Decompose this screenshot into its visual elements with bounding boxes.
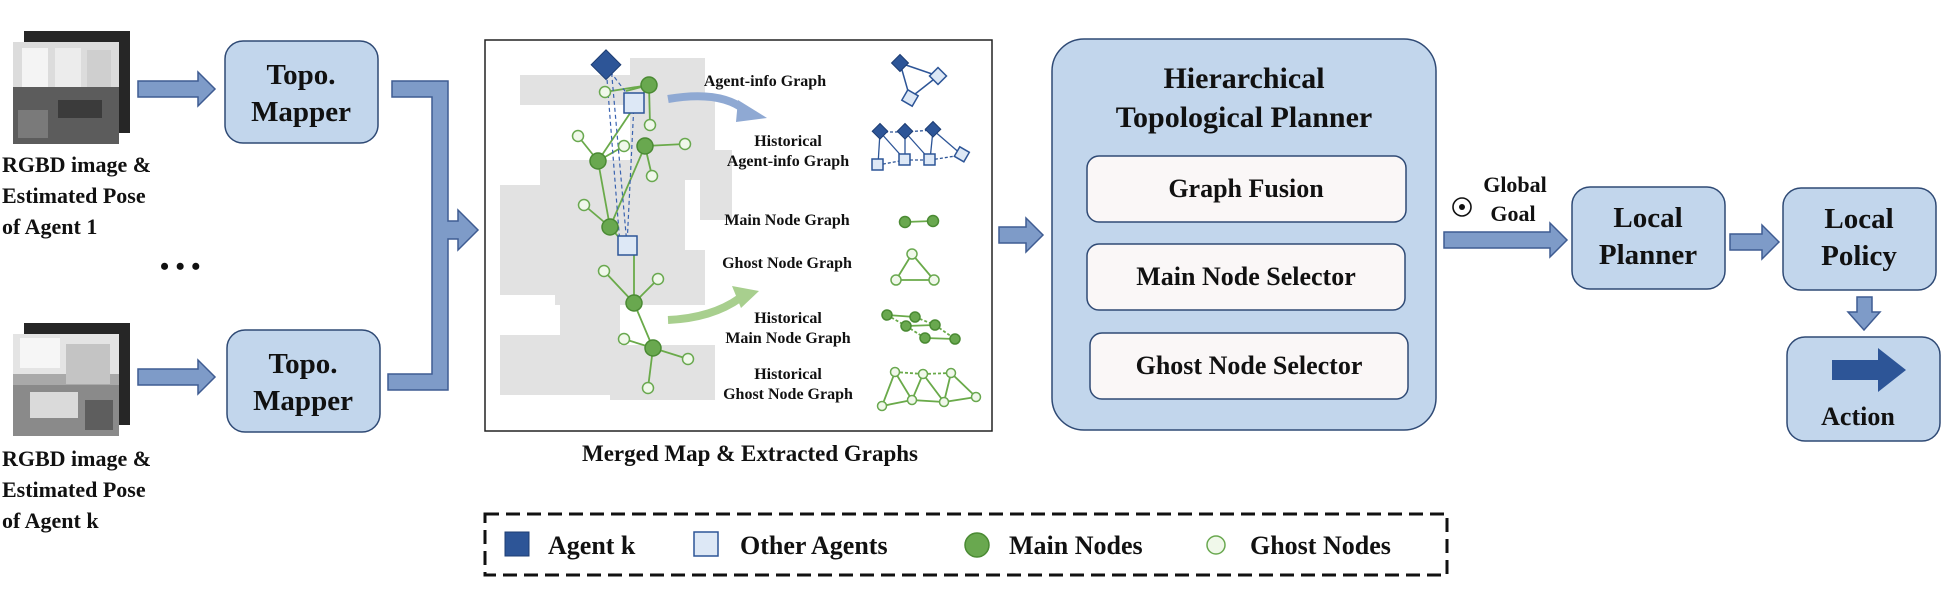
graph-fusion-module: Graph Fusion — [1086, 155, 1407, 223]
local-policy-label: Local — [1824, 203, 1893, 235]
graph-label-hist-ghost-node: Historical — [754, 366, 822, 383]
graph-label-ghost-node: Ghost Node Graph — [722, 255, 852, 272]
module-label: Main Node Selector — [1136, 262, 1356, 291]
global-goal-label: Global Goal — [1452, 172, 1547, 226]
merge-connector-arrow — [387, 80, 480, 391]
mapper-label: Mapper — [253, 385, 353, 417]
target-icon — [1452, 197, 1472, 217]
rgbd-image-agent-k — [13, 323, 130, 436]
legend-item-other-agents: Other Agents — [693, 531, 888, 560]
legend-item-agent-k: Agent k — [504, 531, 636, 560]
local-planner-label: Planner — [1599, 239, 1697, 271]
legend-label: Main Nodes — [1009, 531, 1143, 560]
action-label: Action — [1821, 402, 1895, 431]
caption-line: Estimated Pose — [2, 183, 146, 208]
mapper-label: Mapper — [251, 96, 351, 128]
module-label: Ghost Node Selector — [1136, 351, 1363, 380]
agent-k-marker — [590, 49, 622, 81]
merged-map-caption: Merged Map & Extracted Graphs — [582, 441, 918, 466]
action-box: Action — [1786, 336, 1941, 442]
hist-main-node-graph-icon — [881, 309, 961, 345]
other-agent-marker — [623, 92, 645, 114]
main-node-graph-icon — [898, 214, 940, 229]
graph-label-hist-agent-info: Historical — [754, 133, 822, 150]
arrow-planner-to-local-planner — [1443, 221, 1569, 259]
agent-info-graph-icon — [890, 53, 948, 108]
ghost-node-graph-icon — [890, 248, 940, 286]
topo-mapper-k: Topo. Mapper — [226, 329, 381, 433]
green-curved-arrow-head — [732, 286, 759, 308]
map-ghost-nodes — [571, 85, 695, 395]
green-curved-arrow — [667, 294, 743, 324]
planner-title: Hierarchical — [1163, 62, 1324, 95]
main-node-selector-module: Main Node Selector — [1086, 243, 1406, 311]
global-goal-text: Goal — [1490, 201, 1535, 226]
legend-label: Ghost Nodes — [1250, 531, 1391, 560]
local-planner-label: Local — [1613, 202, 1682, 234]
hist-ghost-node-graph-icon — [876, 366, 982, 412]
module-label: Graph Fusion — [1168, 174, 1324, 203]
local-planner-box: Local Planner — [1571, 186, 1726, 290]
other-agent-marker — [617, 235, 638, 256]
arrow-right-icon — [1832, 348, 1906, 392]
planner-title: Topological Planner — [1116, 101, 1372, 134]
caption-line: Estimated Pose — [2, 477, 146, 502]
mapper-label: Topo. — [268, 348, 337, 380]
legend: Agent k Other Agents Main Nodes Ghost No… — [483, 512, 1449, 577]
arrow-imagek-to-mapper — [137, 358, 217, 396]
hist-agent-info-graph-icon — [871, 120, 971, 171]
legend-label: Other Agents — [740, 531, 888, 560]
graph-label-hist-ghost-node: Ghost Node Graph — [723, 386, 853, 403]
ghost-node-selector-module: Ghost Node Selector — [1089, 332, 1409, 400]
input-caption-agent-1: RGBD image & Estimated Pose of Agent 1 — [2, 152, 151, 239]
topo-mapper-1: Topo. Mapper — [224, 40, 379, 144]
legend-item-main-nodes: Main Nodes — [964, 531, 1143, 560]
mapper-label: Topo. — [266, 59, 335, 91]
input-caption-agent-k: RGBD image & Estimated Pose of Agent k — [2, 446, 151, 533]
merged-map-panel: Agent-info Graph Historical Agent-info G… — [484, 39, 993, 432]
caption-line: RGBD image & — [2, 152, 151, 177]
hierarchical-planner: Hierarchical Topological Planner Graph F… — [1051, 38, 1437, 431]
graph-label-main-node: Main Node Graph — [724, 212, 849, 229]
graph-label-hist-agent-info: Agent-info Graph — [727, 153, 849, 170]
arrow-local-planner-to-policy — [1729, 223, 1781, 261]
map-main-nodes — [589, 76, 662, 357]
caption-line: RGBD image & — [2, 446, 151, 471]
local-policy-label: Policy — [1821, 240, 1897, 272]
agent-k-symbol — [504, 531, 530, 557]
main-node-symbol — [964, 532, 990, 558]
local-policy-box: Local Policy — [1782, 187, 1937, 291]
ellipsis: • • • — [160, 252, 200, 281]
graph-label-hist-main-node: Main Node Graph — [725, 330, 850, 347]
caption-line: of Agent k — [2, 508, 99, 533]
blue-curved-arrow-head — [736, 100, 767, 122]
arrow-image1-to-mapper — [137, 70, 217, 108]
rgbd-image-agent-1 — [13, 31, 130, 144]
graph-label-hist-main-node: Historical — [754, 310, 822, 327]
caption-line: of Agent 1 — [2, 214, 97, 239]
legend-item-ghost-nodes: Ghost Nodes — [1206, 531, 1391, 560]
arrow-map-to-planner — [998, 216, 1045, 254]
graph-label-agent-info: Agent-info Graph — [704, 73, 826, 90]
other-agents-symbol — [693, 531, 719, 557]
arrow-policy-to-action — [1846, 296, 1882, 332]
ghost-node-symbol — [1206, 535, 1226, 555]
legend-label: Agent k — [548, 531, 636, 560]
global-goal-text: Global — [1483, 172, 1547, 197]
